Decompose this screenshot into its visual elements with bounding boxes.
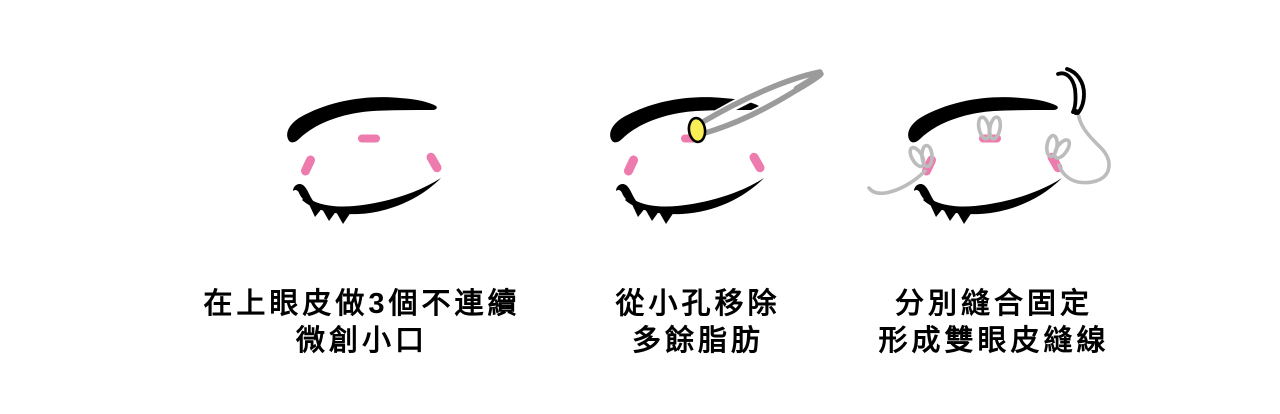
step3-caption-line1: 分別縫合固定 [894,288,1094,320]
tweezers-arms [698,69,824,136]
step1-caption-line2: 微創小口 [295,325,429,357]
tweezers-arm-upper [698,69,823,126]
step1-caption-line1: 在上眼皮做3個不連續 [203,288,521,320]
knot-center [976,115,1003,141]
knot-loop [987,115,1003,141]
step2-caption: 從小孔移除 多餘脂肪 [615,286,780,360]
suture-group [867,67,1111,196]
step3-caption-line2: 形成雙眼皮縫線 [878,325,1110,357]
needle-inner-curve [1056,71,1078,114]
step2-caption-line1: 從小孔移除 [615,288,781,320]
knot-loop [1052,138,1072,160]
thread-left-tail [867,169,927,196]
tweezers-bent-tip [793,71,823,93]
knot-loop [920,143,934,169]
fat-blob [687,116,707,144]
suture-knots [908,115,1072,169]
knot-right [1045,133,1072,160]
tweezers-icon [687,67,826,144]
step1-caption: 在上眼皮做3個不連續 微創小口 [203,286,520,360]
knot-left [908,143,934,169]
needle-outer-curve [1065,67,1086,115]
needle-eye-joint [1073,109,1079,115]
step2-caption-line2: 多餘脂肪 [631,325,765,357]
thread-from-needle [1057,115,1111,185]
needle-icon [1056,67,1086,115]
step3-caption: 分別縫合固定 形成雙眼皮縫線 [878,286,1109,360]
step1-eye [287,97,444,224]
